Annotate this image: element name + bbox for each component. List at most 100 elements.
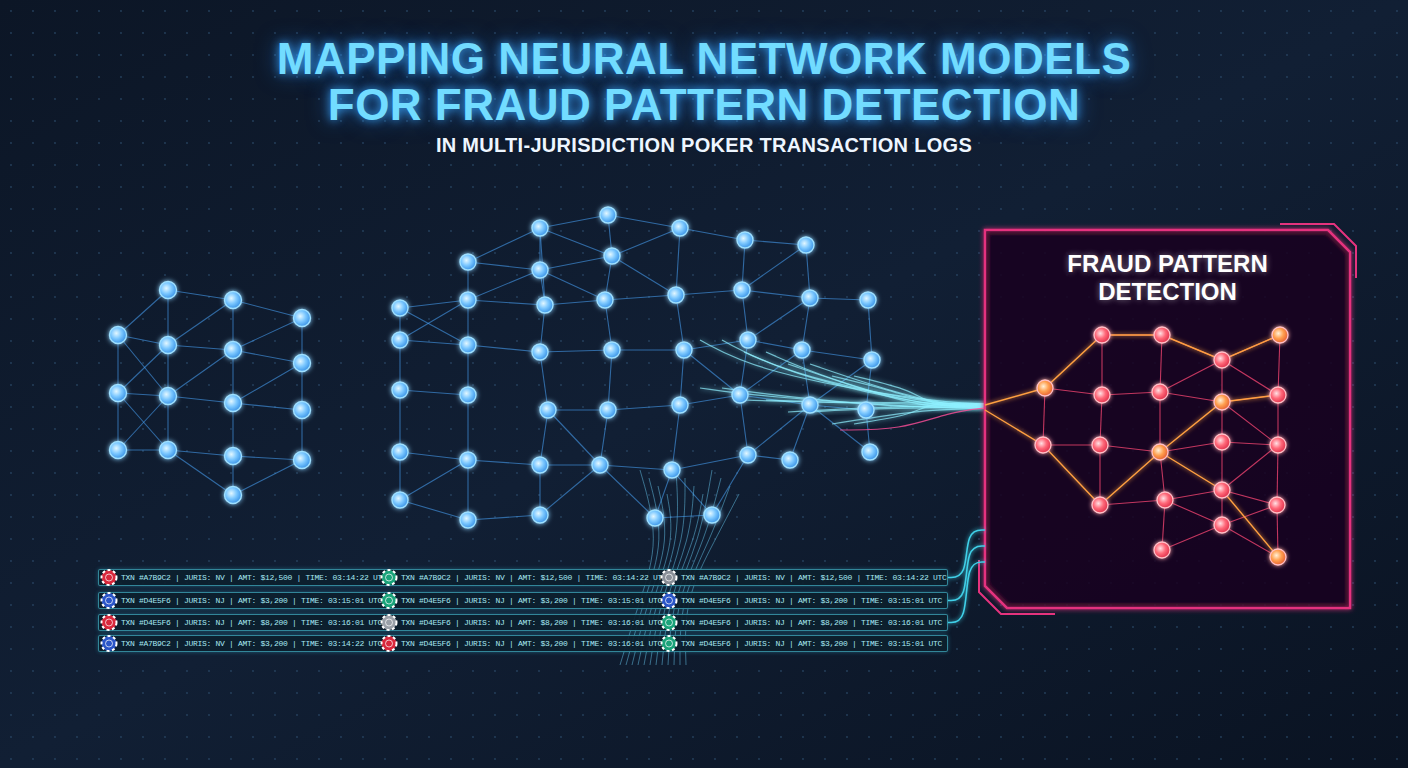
network-link — [168, 300, 233, 345]
fraud-link — [1278, 335, 1280, 395]
network-link — [680, 228, 745, 240]
network-node — [225, 487, 242, 504]
network-node — [794, 342, 810, 358]
fraud-link — [1160, 335, 1162, 392]
chip-inlay — [106, 597, 113, 604]
fiber-line — [832, 408, 985, 424]
fraud-link — [1277, 395, 1278, 445]
network-node — [392, 492, 408, 508]
fraud-link — [1162, 335, 1222, 360]
fraud-path — [985, 335, 1280, 405]
network-node — [460, 292, 476, 308]
network-link — [810, 298, 868, 300]
fraud-node — [1092, 437, 1108, 453]
network-node — [460, 452, 476, 468]
fraud-link — [1222, 525, 1278, 557]
network-link — [540, 352, 548, 410]
network-link — [468, 228, 540, 262]
network-node — [672, 220, 688, 236]
network-link — [712, 455, 748, 515]
network-link — [608, 215, 680, 228]
detection-panel: FRAUD PATTERN DETECTION — [985, 230, 1350, 608]
log-entry: TXN #D4E5F6 | JURIS: NJ | AMT: $8,200 | … — [401, 615, 662, 630]
fraud-nodes — [1035, 327, 1288, 565]
network-node — [460, 337, 476, 353]
network-node — [676, 342, 692, 358]
network-link — [400, 308, 468, 345]
fraud-node — [1037, 380, 1053, 396]
network-node — [860, 292, 876, 308]
poker-chip — [662, 593, 677, 608]
fraud-link — [1222, 335, 1280, 360]
fraud-path — [1160, 452, 1278, 557]
fraud-link — [1162, 500, 1165, 550]
network-link — [400, 390, 468, 395]
fraud-node — [1270, 549, 1286, 565]
network-link — [612, 228, 680, 256]
network-link — [540, 228, 612, 256]
chip-body — [382, 570, 397, 585]
network-node — [294, 402, 311, 419]
network-node — [225, 292, 242, 309]
network-node — [732, 387, 748, 403]
network-link — [468, 460, 540, 465]
fiber-line — [722, 340, 985, 406]
network-link — [168, 396, 233, 403]
chip-inlay — [666, 640, 673, 647]
fraud-link — [1162, 525, 1222, 550]
chip-inlay — [386, 597, 393, 604]
chip-body — [382, 593, 397, 608]
network-link — [612, 256, 676, 295]
network-node — [532, 220, 548, 236]
poker-chip — [102, 570, 117, 585]
fraud-node — [1272, 327, 1288, 343]
fraud-link — [1160, 392, 1222, 402]
log-entry: TXN #D4E5F6 | JURIS: NJ | AMT: $3,200 | … — [121, 593, 382, 608]
network-node — [864, 352, 880, 368]
network-node — [737, 232, 753, 248]
network-node — [294, 355, 311, 372]
fraud-link — [1222, 490, 1277, 505]
network-link — [467, 395, 468, 460]
fraud-link — [1222, 445, 1278, 490]
network-link — [790, 405, 810, 460]
network-node — [604, 248, 620, 264]
fraud-node — [1214, 482, 1230, 498]
log-entry: TXN #A7B9C2 | JURIS: NV | AMT: $12,500 |… — [121, 570, 387, 585]
transaction-log-row: TXN #A7B9C2 | JURIS: NV | AMT: $12,500 |… — [98, 569, 948, 586]
network-node — [460, 512, 476, 528]
network-link — [545, 300, 605, 305]
log-entry: TXN #D4E5F6 | JURIS: NJ | AMT: $8,200 | … — [121, 615, 382, 630]
network-node — [460, 387, 476, 403]
fraud-link — [1221, 360, 1222, 402]
network-node — [160, 282, 177, 299]
network-node — [225, 395, 242, 412]
fraud-link — [1045, 388, 1102, 395]
fiber-line — [854, 376, 985, 406]
network-link — [680, 395, 740, 405]
network-link — [672, 455, 748, 470]
network-link — [118, 290, 168, 335]
network-node — [862, 444, 878, 460]
chip-body — [662, 570, 677, 585]
network-link — [676, 228, 680, 295]
subtitle-label: IN MULTI-JURISDICTION POKER TRANSACTION … — [254, 133, 1154, 157]
network-link — [600, 465, 655, 518]
network-node — [460, 254, 476, 270]
network-node — [225, 342, 242, 359]
poker-chip-group — [102, 570, 677, 651]
chip-body — [382, 615, 397, 630]
chip-inlay — [106, 619, 113, 626]
fraud-link — [1102, 392, 1160, 395]
network-link — [400, 452, 468, 460]
network-node — [532, 262, 548, 278]
network-node — [740, 332, 756, 348]
network-node — [664, 462, 680, 478]
chip-inlay — [666, 619, 673, 626]
fraud-node — [1214, 394, 1230, 410]
fraud-node — [1214, 434, 1230, 450]
panel-accent — [1280, 224, 1356, 278]
